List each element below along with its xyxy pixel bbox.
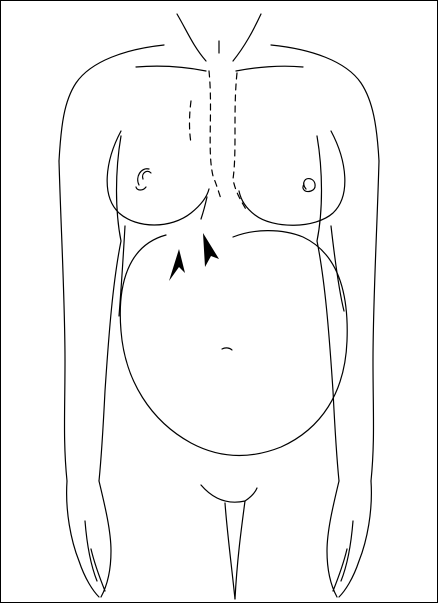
left-shoulder-outline — [59, 45, 164, 161]
right-breast — [239, 131, 345, 225]
left-arm-outer — [59, 161, 67, 481]
right-nipple — [303, 179, 315, 192]
arrowhead-right — [203, 233, 219, 267]
neck-left-line — [177, 14, 206, 61]
left-breast — [107, 131, 209, 225]
left-torso-side — [119, 226, 125, 316]
groin-left — [225, 503, 235, 599]
right-arm-inner — [317, 136, 339, 481]
umbilicus — [222, 348, 232, 350]
pubic-curve — [201, 485, 257, 502]
left-nipple — [136, 169, 151, 190]
left-clavicle — [136, 66, 206, 71]
groin-right — [235, 501, 245, 599]
chest-dash-left — [190, 101, 192, 143]
arrowhead-left — [169, 249, 185, 281]
left-arm-inner — [99, 136, 121, 481]
neck-right-line — [233, 14, 261, 61]
right-torso-side — [331, 226, 344, 311]
right-clavicle — [236, 66, 303, 71]
right-hand — [327, 481, 371, 597]
left-hand — [67, 481, 111, 597]
abdomen-outline — [120, 231, 347, 456]
right-shoulder-outline — [271, 45, 379, 161]
sternal-line-right — [233, 73, 247, 211]
right-arm-outer — [371, 161, 379, 481]
sternal-line-left — [209, 71, 221, 199]
